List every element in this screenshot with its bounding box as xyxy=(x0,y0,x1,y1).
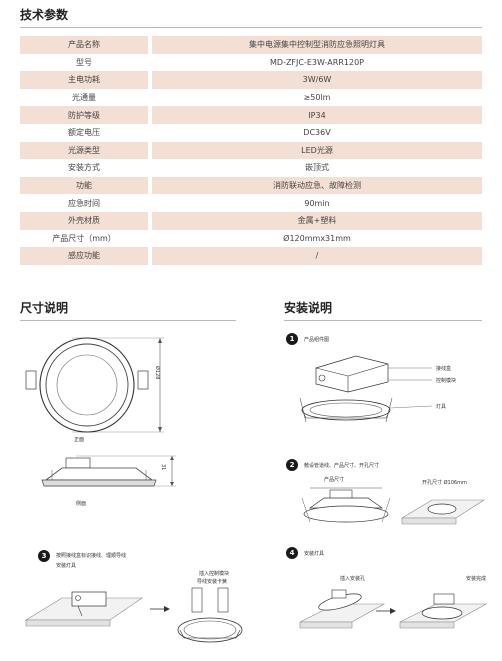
spec-row: 光通量 ≥50lm xyxy=(20,88,482,107)
step-3-callout-2: 导线安装卡簧 xyxy=(197,579,228,585)
spec-cell-gap xyxy=(148,141,152,160)
step-2-text: 敷设管道线、产品尺寸、开孔尺寸 xyxy=(304,463,380,469)
spec-value: 集中电源集中控制型消防应急照明灯具 xyxy=(152,36,482,54)
step-4-callout: 插入安装孔 xyxy=(340,576,366,582)
spec-value: 3W/6W xyxy=(152,71,482,89)
step-3-text: 按照接线盒标识接线、理顺导线 xyxy=(56,553,127,559)
spec-cell-gap xyxy=(148,247,152,265)
spec-cell-gap xyxy=(148,53,152,72)
step-1-callout-module: 控制模块 xyxy=(436,378,457,384)
spec-value: 90min xyxy=(304,198,330,208)
spec-row: 产品尺寸（mm） Ø120mmx31mm xyxy=(20,229,482,248)
spec-label: 产品尺寸（mm） xyxy=(52,233,116,243)
spec-value: 金属+塑料 xyxy=(152,211,482,230)
spec-label: 安装方式 xyxy=(68,163,100,173)
dimensions-section-title: 尺寸说明 xyxy=(20,301,69,315)
spec-label: 光通量 xyxy=(72,93,96,103)
spec-row: 产品名称集中电源集中控制型消防应急照明灯具 xyxy=(20,36,482,54)
spec-cell-gap xyxy=(148,88,152,107)
step-3-text-2: 安装灯具 xyxy=(56,563,77,569)
side-height-label: 31 xyxy=(160,464,166,471)
step-3-arrow xyxy=(150,606,170,612)
step-4-callout-2: 安装完成 xyxy=(466,576,487,582)
spec-label: 主电功耗 xyxy=(20,71,148,89)
spec-label: 型号 xyxy=(76,57,92,67)
front-view-label: 正面 xyxy=(74,437,85,443)
spec-cell-gap xyxy=(148,194,152,212)
spec-cell-gap xyxy=(148,159,152,177)
spec-value: DC36V xyxy=(303,128,331,138)
spec-row: 外壳材质金属+塑料 xyxy=(20,211,482,230)
spec-label: 产品名称 xyxy=(20,36,148,54)
spec-row: 安装方式 嵌顶式 xyxy=(20,159,482,177)
spec-value: LED光源 xyxy=(152,141,482,160)
step-2-drawing-b xyxy=(400,499,486,525)
spec-row: 型号 MD-ZFJC-E3W-ARR120P xyxy=(20,53,482,72)
spec-label: 光源类型 xyxy=(20,141,148,160)
spec-label: 感应功能 xyxy=(20,247,148,265)
spec-cell-gap xyxy=(148,211,152,230)
step-3-drawing-b xyxy=(177,587,243,643)
step-4-drawing-a xyxy=(299,589,386,629)
install-section-title: 安装说明 xyxy=(284,301,333,315)
spec-label: 应急时间 xyxy=(68,198,100,208)
step-1-callout-lamp: 灯具 xyxy=(436,404,447,410)
spec-value: 消防联动应急、故障检测 xyxy=(152,176,482,195)
spec-cell-gap xyxy=(148,229,152,248)
spec-section-title: 技术参数 xyxy=(20,8,69,22)
step-4-drawing-b xyxy=(399,593,488,629)
spec-cell-gap xyxy=(148,106,152,124)
spec-label: 额定电压 xyxy=(68,128,100,138)
spec-value: Ø120mmx31mm xyxy=(283,233,351,243)
spec-row: 感应功能/ xyxy=(20,247,482,265)
step-3-callout: 插入控制模块 xyxy=(199,571,230,577)
install-title-divider xyxy=(284,320,482,321)
spec-row: 功能消防联动应急、故障检测 xyxy=(20,176,482,195)
step-1-callout-box: 接线盒 xyxy=(436,366,452,372)
side-view-label: 侧面 xyxy=(76,501,87,507)
spec-table: 产品名称集中电源集中控制型消防应急照明灯具型号 MD-ZFJC-E3W-ARR12… xyxy=(20,36,482,265)
front-diameter-label: Ø128 xyxy=(154,366,160,380)
spec-label: 外壳材质 xyxy=(20,211,148,230)
spec-cell-gap xyxy=(148,71,152,89)
spec-label: 功能 xyxy=(20,176,148,195)
side-view-drawing xyxy=(41,455,176,487)
step-2-badge: 2 xyxy=(286,459,298,471)
spec-label: 防护等级 xyxy=(20,106,148,124)
step-1-text: 产品组件图 xyxy=(304,337,330,343)
dimensions-title-divider xyxy=(20,320,236,321)
step-4-text: 安装灯具 xyxy=(304,551,325,557)
spec-row: 额定电压 DC36V xyxy=(20,123,482,142)
spec-value: MD-ZFJC-E3W-ARR120P xyxy=(270,57,364,67)
step-4-arrow xyxy=(376,608,396,614)
step-3-drawing xyxy=(24,591,143,627)
spec-value: / xyxy=(152,247,482,265)
spec-cell-gap xyxy=(148,36,152,54)
spec-row: 应急时间 90min xyxy=(20,194,482,212)
step-1-drawing xyxy=(299,355,433,423)
spec-cell-gap xyxy=(148,123,152,142)
spec-value: ≥50lm xyxy=(303,93,331,103)
spec-title-divider xyxy=(20,27,482,28)
spec-cell-gap xyxy=(148,176,152,195)
spec-value: IP34 xyxy=(152,106,482,124)
step-2-size-label: 产品尺寸 xyxy=(324,477,345,483)
step-4-badge: 4 xyxy=(286,547,298,559)
front-view-drawing xyxy=(25,337,164,433)
step-2-hole-label: 开孔尺寸 Ø106mm xyxy=(422,480,467,486)
step-2-drawing-a xyxy=(301,487,391,523)
spec-value: 嵌顶式 xyxy=(305,163,329,173)
step-3-badge: 3 xyxy=(38,550,50,562)
step-1-badge: 1 xyxy=(286,333,298,345)
